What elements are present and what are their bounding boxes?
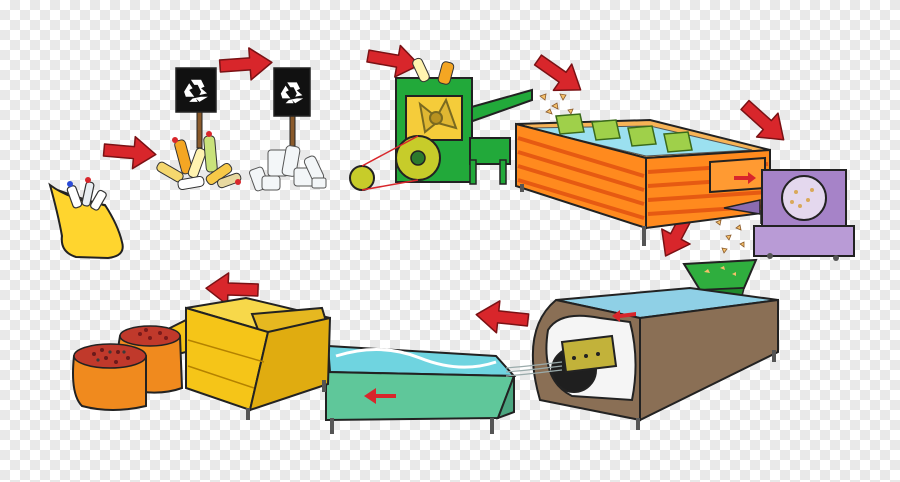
flow-arrow (528, 46, 591, 104)
conveyor-paddles (555, 113, 693, 153)
shredder (349, 57, 533, 191)
drive-pulley (349, 165, 375, 191)
sorted-clear-plastic (249, 67, 327, 192)
extruder (531, 286, 779, 430)
bottle-pile (156, 131, 242, 191)
cooling-water (335, 348, 497, 369)
recycle-sign (175, 67, 217, 113)
drive-belt (361, 135, 419, 191)
flow-arrow (473, 297, 531, 337)
shredder-blades (418, 97, 458, 134)
plastic-flakes (539, 93, 574, 115)
dryer-drum (781, 175, 827, 221)
recycle-sign (273, 67, 311, 117)
extrusion-die (560, 334, 618, 374)
flow-arrow (101, 133, 158, 172)
sorted-plastic-bottles (156, 67, 242, 191)
flow-arrow (218, 45, 274, 83)
transfer-pipe (709, 156, 766, 194)
washing-tank (515, 93, 771, 246)
clear-plastic-pile (249, 145, 327, 192)
cooling-bath (279, 339, 563, 434)
plastic-flakes (715, 219, 745, 254)
pellet-sack (72, 343, 147, 411)
pellet-sacks (72, 325, 184, 411)
plastic-bottle (66, 177, 107, 211)
collection-bag (48, 177, 124, 260)
pelletizer (169, 296, 332, 420)
dryer (715, 169, 855, 261)
